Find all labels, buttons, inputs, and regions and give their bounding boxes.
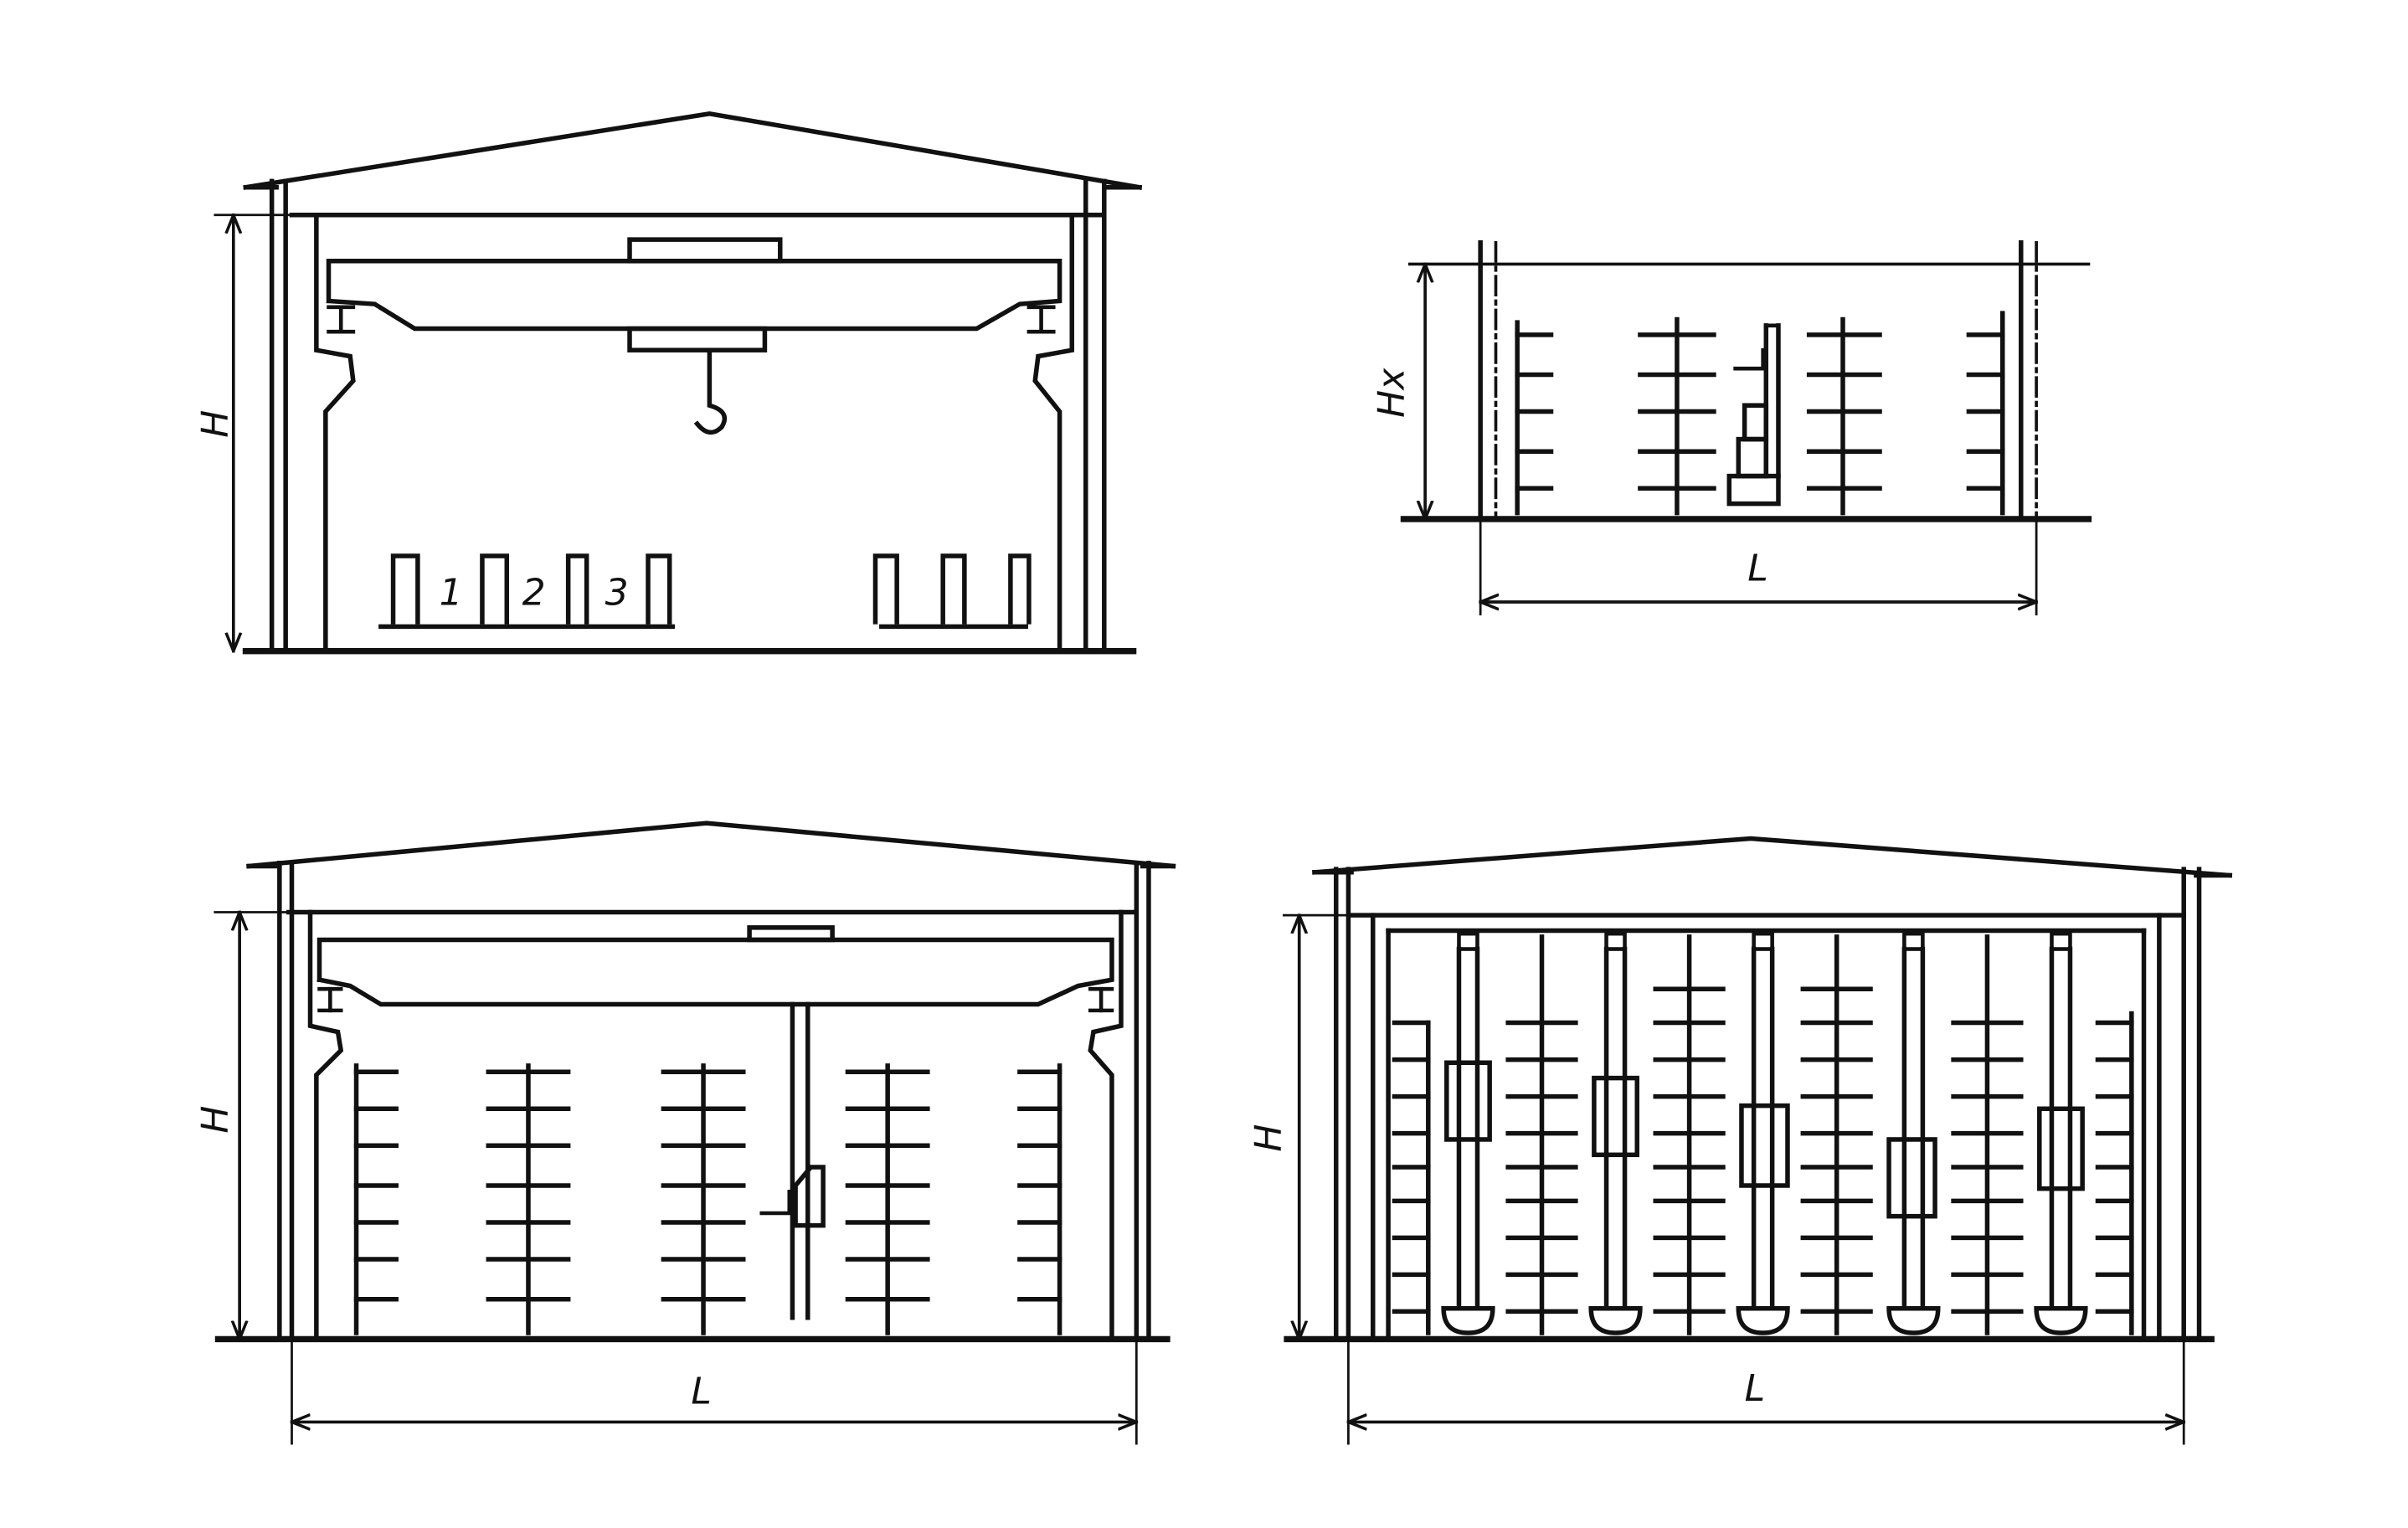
racks-d: [1392, 934, 2134, 1335]
rack-b-left: [1515, 320, 1554, 516]
rack-d-6: [2095, 1011, 2134, 1335]
crane-rail-c-right: [1088, 986, 1114, 1013]
rack-number-2: 2: [522, 572, 546, 615]
height-label-c: H: [193, 1106, 236, 1134]
rack-b-center-left: [1638, 316, 1716, 516]
rack-d-4: [1800, 934, 1873, 1335]
bridge-crane-c: [316, 925, 1114, 1320]
diagram-a: 1 2 3 H: [193, 111, 1143, 655]
floor-stacks-a: 1 2 3: [378, 553, 1032, 630]
building-frame-b: [1400, 240, 2092, 522]
length-label-c: L: [691, 1370, 712, 1412]
stacker-b: [1726, 323, 1781, 507]
rack-b-center-right: [1806, 316, 1882, 516]
rack-c-5: [1017, 1063, 1063, 1335]
crane-rail-right: [1026, 305, 1056, 334]
stacker-d-3: [1736, 931, 1790, 1335]
stacker-d-5: [2034, 931, 2088, 1335]
racks-c: [353, 1063, 1063, 1335]
building-frame-a: [242, 111, 1143, 655]
rack-number-1: 1: [440, 572, 463, 615]
height-dimension-a: H: [193, 213, 293, 653]
length-dimension-d: L: [1346, 1340, 2186, 1445]
diagram-c: H L: [193, 821, 1176, 1445]
length-dimension-c: L: [290, 1340, 1139, 1445]
rack-d-5: [1951, 934, 2024, 1335]
height-label-d: H: [1248, 1124, 1290, 1152]
rack-d-1: [1392, 1020, 1431, 1335]
crane-rail-left: [327, 305, 356, 334]
bridge-crane-a: [326, 237, 1063, 435]
length-label-b: L: [1747, 547, 1768, 589]
diagram-b: Hx L: [1370, 240, 2092, 616]
stacker-d-1: [1441, 931, 1495, 1335]
length-label-d: L: [1745, 1367, 1766, 1410]
height-label-a: H: [193, 410, 236, 438]
rack-b-right: [1966, 311, 2005, 516]
crane-rail-c-left: [317, 986, 343, 1013]
height-label-b: Hx: [1370, 368, 1412, 418]
length-dimension-b: L: [1479, 521, 2038, 616]
rack-c-3: [661, 1063, 746, 1335]
stacker-d-4: [1886, 931, 1941, 1335]
stackers-d: [1441, 931, 2088, 1335]
rack-number-3: 3: [605, 572, 629, 615]
rack-c-4: [845, 1063, 930, 1335]
height-dimension-c: H: [193, 910, 291, 1341]
racks-b: [1515, 311, 2005, 516]
rack-c-1: [353, 1063, 399, 1335]
rack-d-3: [1653, 934, 1726, 1335]
height-dimension-d: H: [1248, 913, 1350, 1341]
height-dimension-b: Hx: [1370, 262, 1425, 521]
rack-d-2: [1505, 934, 1578, 1335]
stacker-d-2: [1588, 931, 1643, 1335]
diagram-d: H L: [1248, 836, 2233, 1445]
building-frame-c: [214, 821, 1176, 1343]
rack-c-2: [486, 1063, 571, 1335]
building-frame-d: [1284, 836, 2233, 1343]
